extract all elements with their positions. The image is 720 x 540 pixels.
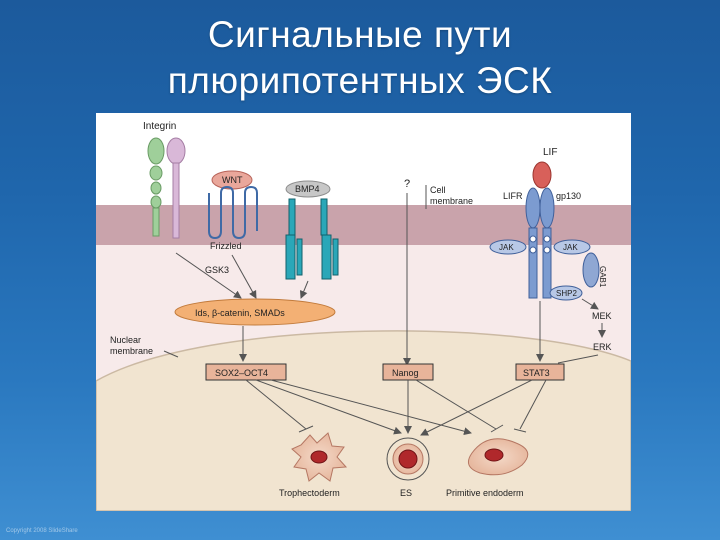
- stat3-label: STAT3: [523, 368, 550, 378]
- stat3-inhibits-endoderm: [519, 379, 547, 430]
- slide-title: Сигнальные пути плюрипотентных ЭСК: [0, 12, 720, 104]
- stat3-box: STAT3: [515, 363, 565, 381]
- sox2-to-es-arrow: [255, 379, 402, 435]
- nuclear-membrane-label: Nuclear membrane: [110, 335, 153, 356]
- mediators-label: Ids, β-catenin, SMADs: [195, 308, 285, 318]
- unknown-receptor-label: ?: [404, 178, 410, 190]
- bmp4-ligand: BMP4: [285, 180, 331, 198]
- lif-ligand: [532, 161, 552, 189]
- nuclear-membrane-label-line2: membrane: [110, 346, 153, 356]
- lifr-gp130-receptor: [525, 187, 555, 299]
- gab1-label: GAB1: [598, 266, 607, 288]
- trophectoderm-cell: [291, 432, 348, 482]
- stat3-to-es-arrow: [420, 379, 533, 436]
- mediators-node: Ids, β-catenin, SMADs: [174, 298, 336, 326]
- gp130-label: gp130: [556, 191, 581, 201]
- signaling-diagram: Integrin WNT Frizzled BMP4: [96, 113, 631, 511]
- erk-label: ERK: [593, 342, 612, 352]
- watermark: Copyright 2008 SlideShare: [6, 528, 78, 534]
- cell-membrane-label-line2: membrane: [430, 196, 473, 206]
- integrin-label: Integrin: [143, 121, 176, 132]
- gsk3-label: GSK3: [205, 265, 229, 275]
- es-label: ES: [400, 488, 412, 498]
- jak-left-label: JAK: [499, 243, 514, 252]
- jak-right: JAK: [553, 239, 591, 255]
- frizzled-to-mediators-arrow: [231, 254, 257, 299]
- cell-membrane-label-line1: Cell: [430, 185, 446, 195]
- shp2-phosphatase: SHP2: [549, 285, 583, 301]
- nucleus-region: [96, 330, 631, 511]
- gab1-adapter: GAB1: [582, 252, 607, 288]
- sox2-inhibits-trophectoderm: [245, 379, 307, 430]
- nuclear-membrane-label-line1: Nuclear: [110, 335, 141, 345]
- wnt-label: WNT: [222, 175, 243, 185]
- bmp-receptor-channels: [285, 198, 339, 280]
- cell-membrane-label: Cell membrane: [430, 185, 473, 206]
- frizzled-label: Frizzled: [210, 241, 242, 251]
- jak-left: JAK: [489, 239, 527, 255]
- shp2-to-mek-arrow: [581, 298, 599, 310]
- bmp4-label: BMP4: [295, 184, 320, 194]
- primitive-endoderm-label: Primitive endoderm: [446, 488, 524, 498]
- fate-regulation-lines: [245, 379, 547, 436]
- jak-right-label: JAK: [563, 243, 578, 252]
- bmp4-to-mediators-arrow: [299, 280, 309, 299]
- mek-label: MEK: [592, 311, 612, 321]
- shp2-label: SHP2: [556, 289, 577, 298]
- wnt-ligand: WNT: [211, 170, 253, 190]
- sox2-inhibit-bar: [298, 425, 314, 433]
- frizzled-receptor: [208, 185, 258, 240]
- lif-label: LIF: [543, 147, 557, 158]
- erk-inhibits-stat3: [557, 354, 599, 364]
- signaling-diagram-svg: Integrin WNT Frizzled BMP4: [96, 121, 631, 511]
- nanog-box: Nanog: [382, 363, 434, 381]
- slide-title-line-1: Сигнальные пути: [207, 14, 513, 55]
- stat3-inhibit-bar: [513, 428, 527, 433]
- primitive-endoderm-cell: [467, 438, 529, 476]
- sox2-to-endoderm-arrow: [270, 379, 472, 436]
- sox2-oct4-label: SOX2–OCT4: [215, 368, 268, 378]
- integrin-to-mediators-arrow: [175, 252, 242, 299]
- sox2-oct4-box: SOX2–OCT4: [205, 363, 287, 381]
- nuclear-membrane-pointer: [163, 350, 179, 358]
- nanog-label: Nanog: [392, 368, 419, 378]
- trophectoderm-label: Trophectoderm: [279, 488, 340, 498]
- integrin-receptor: [147, 137, 186, 239]
- nanog-inhibits-endoderm: [415, 379, 497, 430]
- slide-title-line-2: плюрипотентных ЭСК: [167, 60, 553, 101]
- lifr-label: LIFR: [503, 191, 523, 201]
- nanog-inhibit-bar: [490, 424, 504, 433]
- es-cell: [386, 437, 430, 481]
